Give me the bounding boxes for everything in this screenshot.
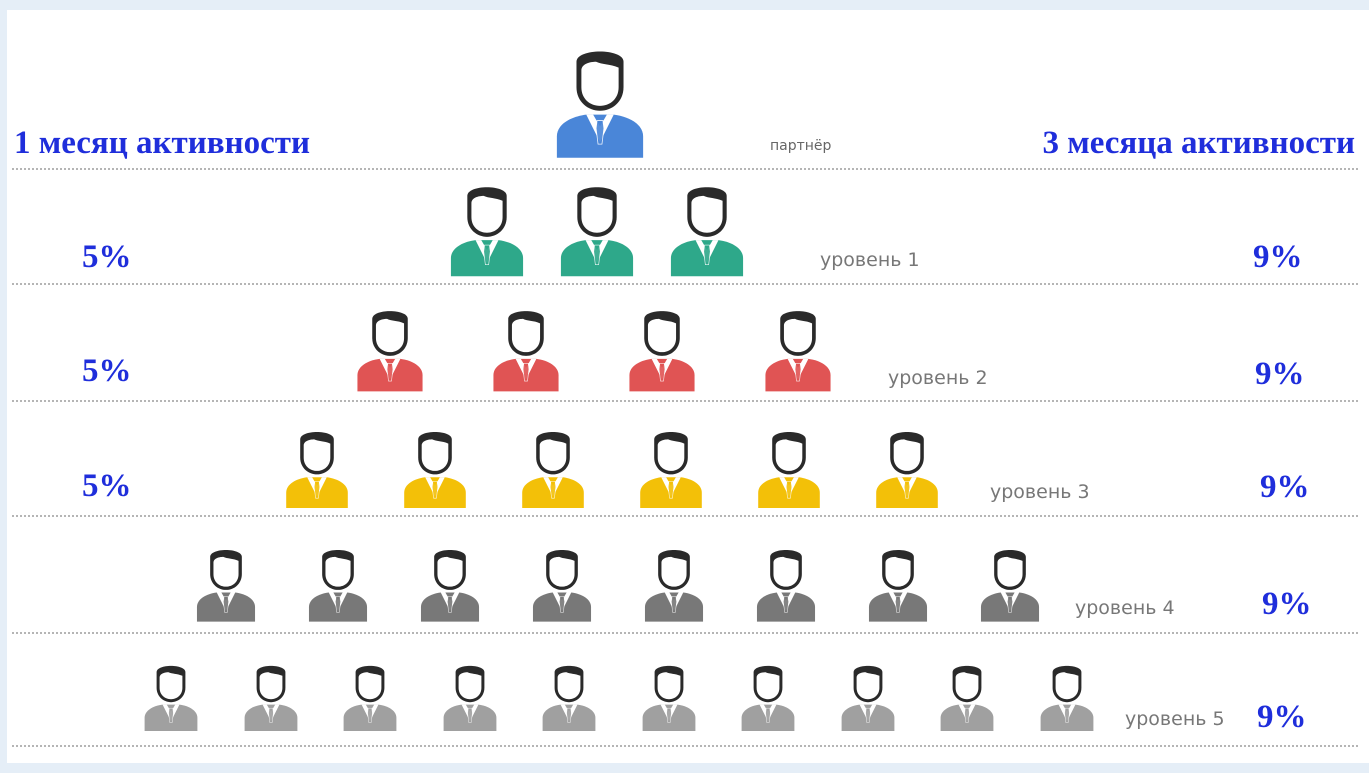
level-4-person-icon bbox=[868, 549, 928, 622]
level-3-person-icon bbox=[404, 432, 466, 508]
top-frame-strip bbox=[0, 0, 1369, 10]
header-one-month-activity: 1 месяц активности bbox=[14, 125, 310, 161]
partner-label: партнёр bbox=[770, 138, 832, 154]
separator-line bbox=[12, 283, 1358, 285]
level-2-person-icon bbox=[357, 311, 423, 392]
level-3-person-icon bbox=[286, 432, 348, 508]
level-4-person-icon bbox=[420, 549, 480, 622]
level-2-person-icon bbox=[629, 311, 695, 392]
level-3-person-icon bbox=[640, 432, 702, 508]
level-5-three-months-percent: 9% bbox=[1257, 699, 1307, 735]
separator-line bbox=[12, 745, 1358, 747]
level-2-person-icon bbox=[765, 311, 831, 392]
level-1-person-icon bbox=[560, 187, 634, 277]
level-5-person-icon bbox=[940, 665, 994, 731]
separator-line bbox=[12, 515, 1358, 517]
level-1-person-icon bbox=[450, 187, 524, 277]
level-5-person-icon bbox=[343, 665, 397, 731]
level-5-person-icon bbox=[144, 665, 198, 731]
level-2-person-icon bbox=[493, 311, 559, 392]
level-3-one-month-percent: 5% bbox=[82, 468, 132, 504]
level-5-label: уровень 5 bbox=[1125, 708, 1225, 730]
separator-line bbox=[12, 168, 1358, 170]
level-5-person-icon bbox=[542, 665, 596, 731]
header-three-months-activity: 3 месяца активности bbox=[1042, 125, 1356, 161]
level-2-three-months-percent: 9% bbox=[1255, 356, 1305, 392]
level-3-three-months-percent: 9% bbox=[1260, 469, 1310, 505]
level-4-person-icon bbox=[196, 549, 256, 622]
level-1-three-months-percent: 9% bbox=[1253, 239, 1303, 275]
separator-line bbox=[12, 632, 1358, 634]
left-frame-strip bbox=[0, 0, 7, 773]
level-4-person-icon bbox=[308, 549, 368, 622]
level-3-person-icon bbox=[522, 432, 584, 508]
level-5-person-icon bbox=[244, 665, 297, 731]
level-2-one-month-percent: 5% bbox=[82, 353, 132, 389]
level-1-label: уровень 1 bbox=[820, 249, 920, 271]
partner-person-icon bbox=[556, 51, 644, 158]
level-4-three-months-percent: 9% bbox=[1262, 586, 1312, 622]
level-3-label: уровень 3 bbox=[990, 481, 1090, 503]
level-5-person-icon bbox=[443, 665, 496, 731]
level-4-person-icon bbox=[644, 549, 704, 622]
level-1-one-month-percent: 5% bbox=[82, 239, 132, 275]
level-4-person-icon bbox=[980, 549, 1040, 622]
level-3-person-icon bbox=[758, 432, 820, 508]
level-5-person-icon bbox=[1040, 665, 1093, 731]
level-3-person-icon bbox=[876, 432, 938, 508]
level-5-person-icon bbox=[741, 665, 795, 731]
level-1-person-icon bbox=[670, 187, 744, 277]
level-5-person-icon bbox=[642, 665, 695, 731]
separator-line bbox=[12, 400, 1358, 402]
level-4-person-icon bbox=[532, 549, 592, 622]
level-4-label: уровень 4 bbox=[1075, 597, 1175, 619]
level-4-person-icon bbox=[756, 549, 816, 622]
bottom-frame-strip bbox=[0, 763, 1369, 773]
level-5-person-icon bbox=[841, 665, 894, 731]
level-2-label: уровень 2 bbox=[888, 367, 988, 389]
